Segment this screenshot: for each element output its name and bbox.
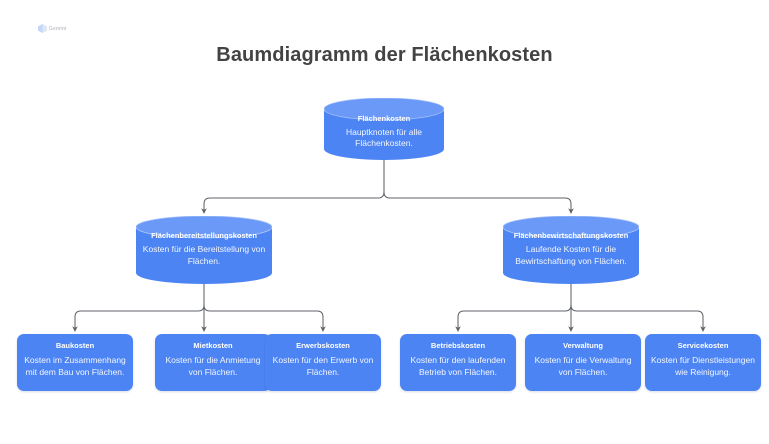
node-branch-flaechenbereitstellungskosten[interactable]: Flächenbereitstellungskosten Kosten für … (136, 216, 272, 284)
cylinder-shape (503, 216, 639, 284)
node-branch-text: Flächenbereitstellungskosten Kosten für … (136, 231, 272, 267)
node-title: Betriebskosten (430, 341, 486, 350)
node-root-flaechenkosten[interactable]: Flächenkosten Hauptknoten für alle Fläch… (324, 98, 444, 160)
cylinder-shape (136, 216, 272, 284)
node-description: Kosten für die Bereitstellung von Fläche… (142, 244, 266, 266)
node-description: Laufende Kosten für die Bewirtschaftung … (515, 244, 627, 266)
node-description: Kosten im Zusammenhang mit dem Bau von F… (24, 355, 126, 377)
node-root-text: Flächenkosten Hauptknoten für alle Fläch… (324, 114, 444, 149)
node-leaf-verwaltung[interactable]: Verwaltung Kosten für die Verwaltung von… (525, 334, 641, 391)
node-title: Servicekosten (677, 341, 729, 350)
node-leaf-betriebskosten[interactable]: Betriebskosten Kosten für den laufenden … (400, 334, 516, 391)
node-leaf-erwerbskosten[interactable]: Erwerbskosten Kosten für den Erwerb von … (265, 334, 381, 391)
gemini-sparkle-icon (38, 24, 47, 33)
page-title: Baumdiagramm der Flächenkosten (216, 44, 553, 66)
node-title: Baukosten (55, 341, 95, 350)
node-title: Erwerbskosten (296, 341, 350, 350)
logo-wordmark: Gemini (49, 25, 67, 32)
node-title: Flächenbereitstellungskosten (151, 231, 257, 240)
node-description: Kosten für die Verwaltung von Flächen. (534, 355, 632, 377)
node-title: Mietkosten (193, 341, 233, 350)
node-description: Kosten für Dienstleistungen wie Reinigun… (651, 355, 755, 377)
cylinder-shape (324, 98, 444, 160)
node-description: Kosten für den Erwerb von Flächen. (272, 355, 374, 377)
app-logo-watermark: Gemini (38, 21, 74, 36)
node-title: Verwaltung (562, 341, 603, 350)
node-leaf-baukosten[interactable]: Baukosten Kosten im Zusammenhang mit dem… (17, 334, 133, 391)
node-branch-flaechenbewirtschaftungskosten[interactable]: Flächenbewirtschaftungskosten Laufende K… (503, 216, 639, 284)
node-leaf-mietkosten[interactable]: Mietkosten Kosten für die Anmietung von … (155, 334, 271, 391)
node-description: Kosten für die Anmietung von Flächen. (165, 355, 261, 377)
node-leaf-servicekosten[interactable]: Servicekosten Kosten für Dienstleistunge… (645, 334, 761, 391)
node-title: Flächenbewirtschaftungskosten (513, 231, 629, 240)
node-title: Flächenkosten (357, 114, 411, 123)
node-branch-text: Flächenbewirtschaftungskosten Laufende K… (503, 231, 639, 267)
node-description: Kosten für den laufenden Betrieb von Flä… (410, 355, 506, 377)
node-description: Hauptknoten für alle Flächenkosten. (345, 127, 423, 148)
